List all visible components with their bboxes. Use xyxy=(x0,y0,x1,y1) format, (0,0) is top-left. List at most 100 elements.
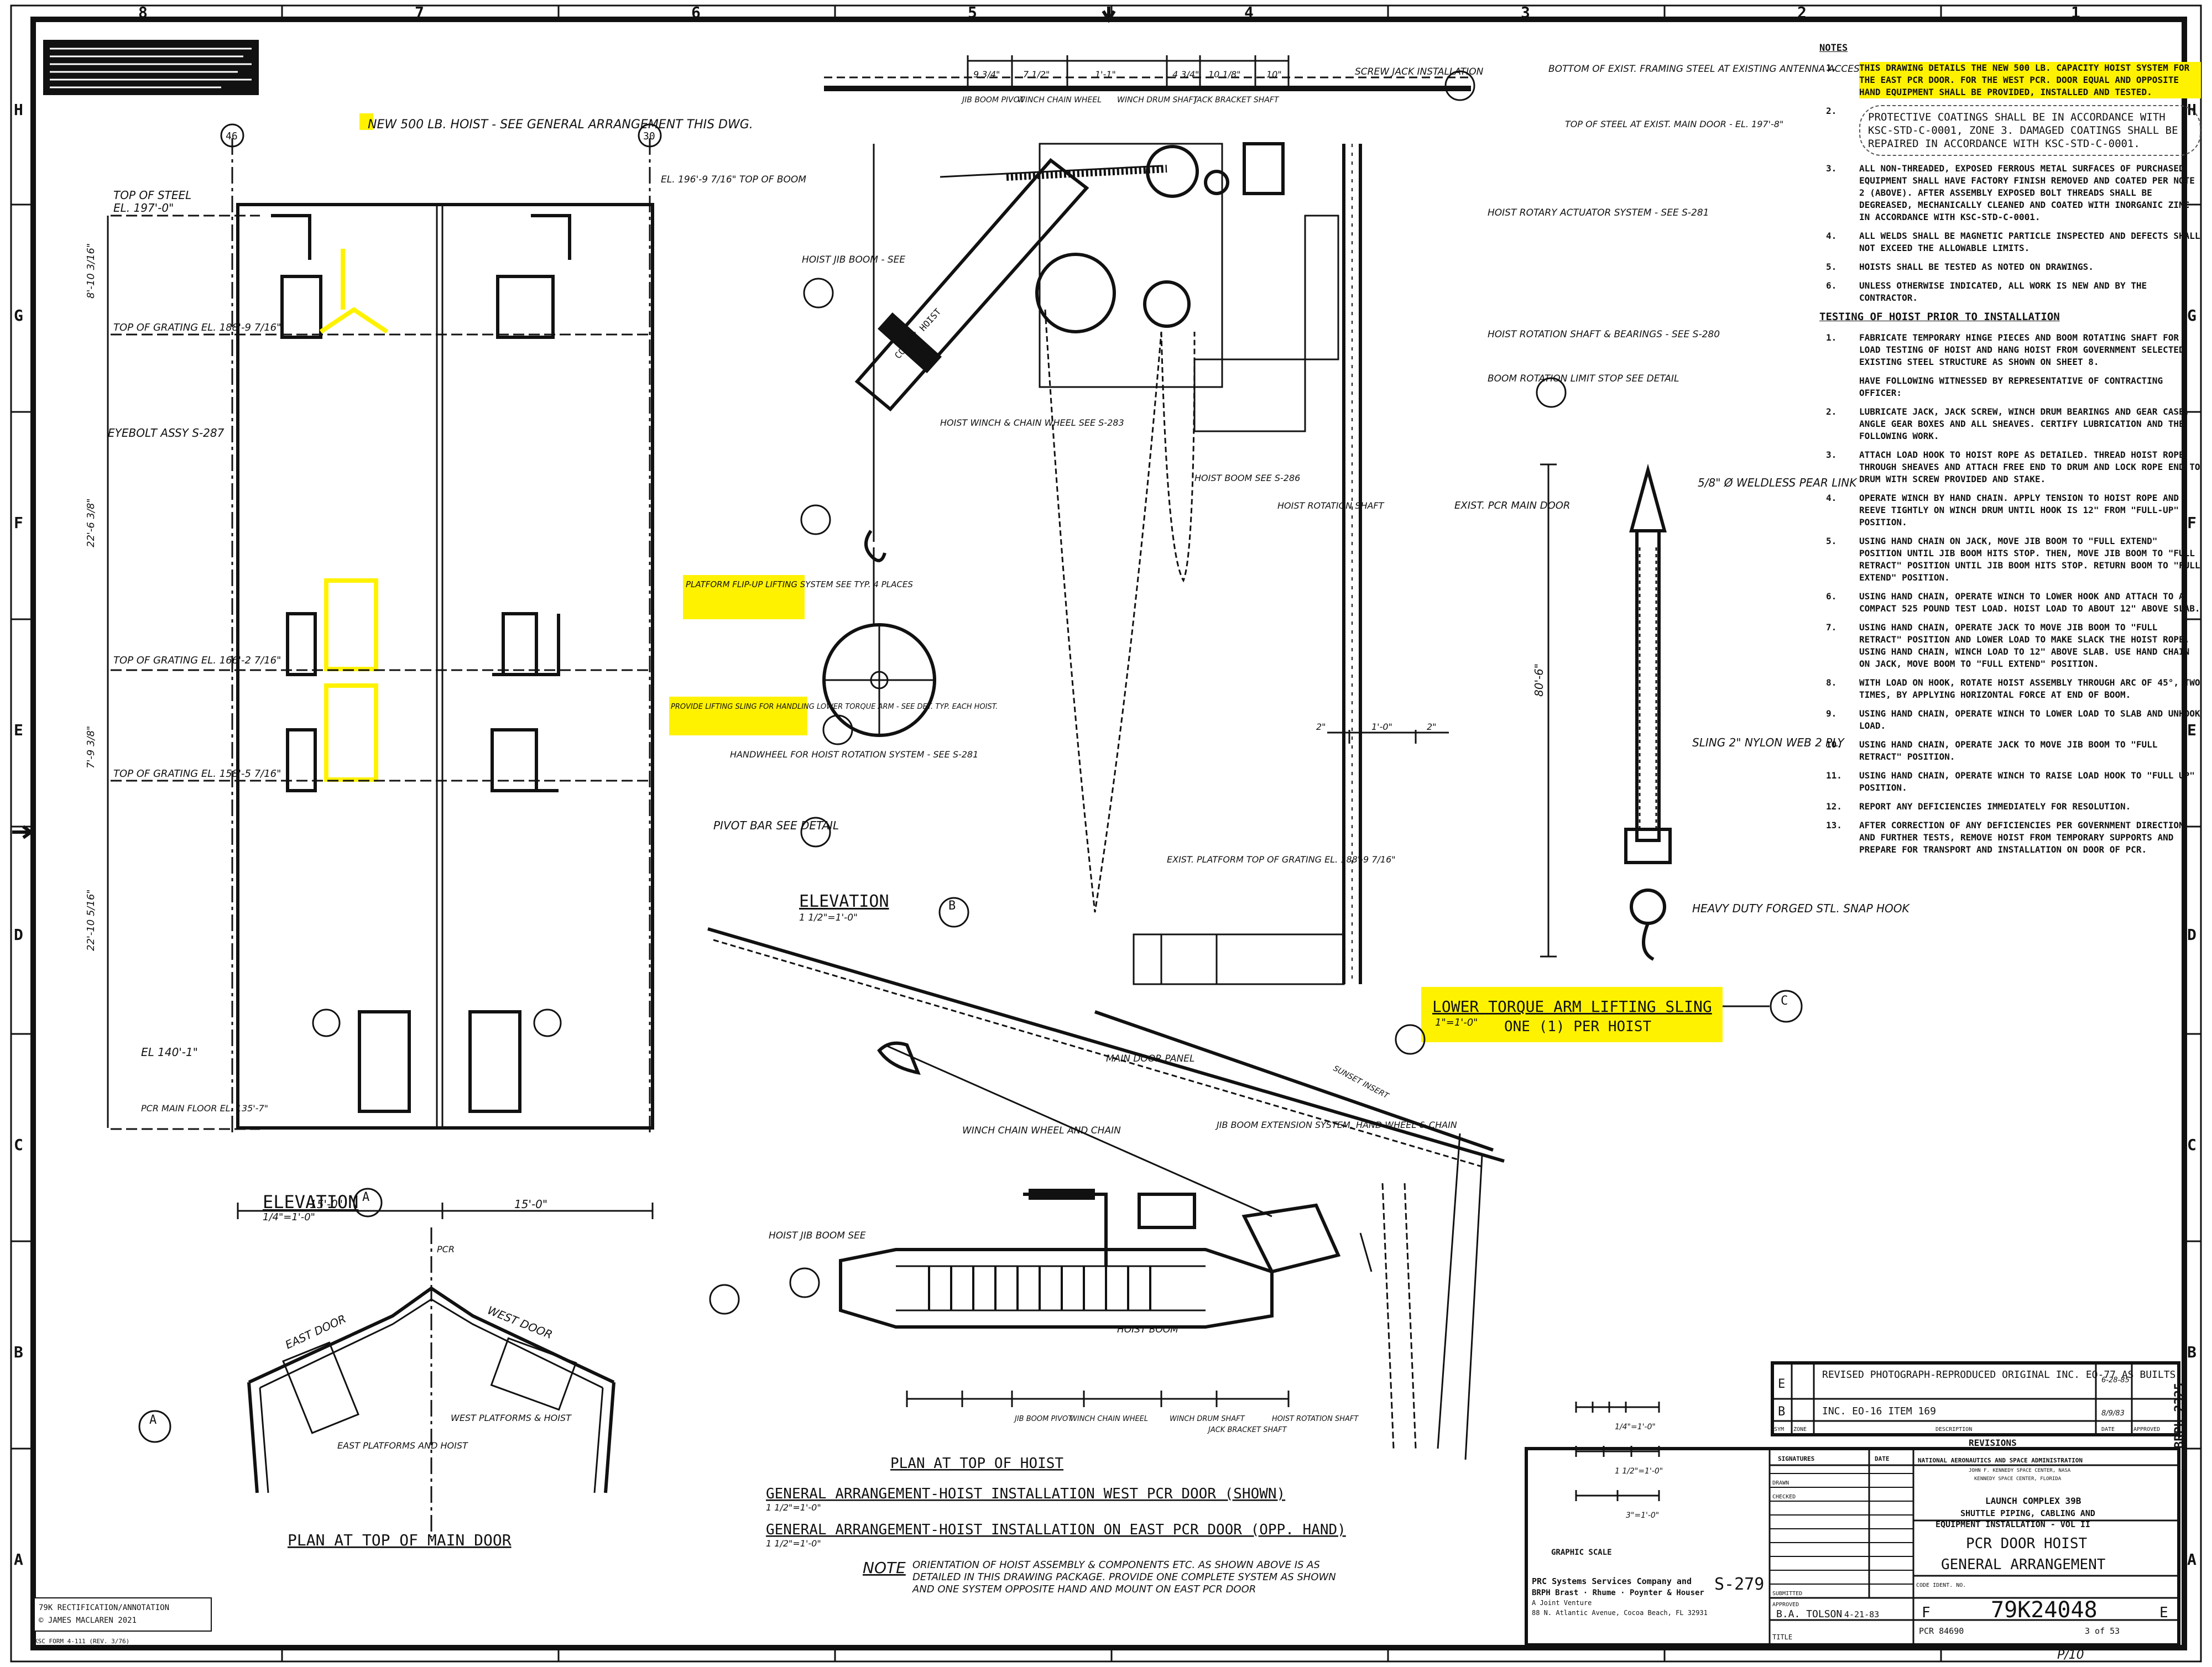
zone-rows: H G F E D C B A H G F E D C B A xyxy=(14,101,2197,1569)
dim-elevation-a-1: 8'-10 3/16" xyxy=(85,243,97,299)
scale-1: 1/4"=1'-0" xyxy=(1615,1423,1656,1431)
note-1: 1.THIS DRAWING DETAILS THE NEW 500 LB. C… xyxy=(1819,62,2201,98)
tb-date-hdr: DATE xyxy=(1875,1455,1890,1462)
tb-place: KENNEDY SPACE CENTER, FLORIDA xyxy=(1974,1476,2062,1482)
test-step-text: USING HAND CHAIN, OPERATE JACK TO MOVE J… xyxy=(1859,622,2190,669)
note-number: 6. xyxy=(1826,280,1837,291)
note-text: UNLESS OTHERWISE INDICATED, ALL WORK IS … xyxy=(1859,280,2147,303)
test-step-number: 10. xyxy=(1826,739,1842,750)
note-5: 5.HOISTS SHALL BE TESTED AS NOTED ON DRA… xyxy=(1819,261,2201,273)
test-step-number: 13. xyxy=(1826,820,1842,830)
label-rotation-limit: BOOM ROTATION LIMIT STOP SEE DETAIL xyxy=(1488,373,1679,384)
elevation-b-labels: 9 3/4" 7 1/2" 1'-1" 4 3/4" 10 1/8" 10" B… xyxy=(661,64,1947,923)
plan-hoist-scale-1: 1 1/2"=1'-0" xyxy=(766,1502,821,1513)
watermark-box xyxy=(34,1597,212,1632)
tb-sheet-no: 3 of 53 xyxy=(2085,1626,2120,1636)
zone-col-5: 5 xyxy=(968,3,977,22)
label-winch-wheel: WINCH CHAIN WHEEL xyxy=(1018,96,1102,104)
note-6: 6. UNLESS OTHERWISE INDICATED, ALL WORK I… xyxy=(1819,280,2201,304)
zone-row-d-left: D xyxy=(14,926,23,944)
test-step-6: 5.USING HAND CHAIN ON JACK, MOVE JIB BOO… xyxy=(1819,535,2201,584)
zone-col-6: 6 xyxy=(691,3,701,22)
test-step-9: 8.WITH LOAD ON HOOK, ROTATE HOIST ASSEMB… xyxy=(1819,677,2201,701)
tb-drawing-number: 79K24048 xyxy=(1991,1597,2098,1623)
rev-col-desc: DESCRIPTION xyxy=(1936,1426,1972,1433)
label-el-140: EL 140'-1" xyxy=(141,1046,198,1059)
elevation-a-title: ELEVATION xyxy=(263,1192,358,1213)
graphic-scale: 1/4"=1'-0" 1 1/2"=1'-0" 3"=1'-0" GRAPHIC… xyxy=(1551,1402,1663,1557)
tb-side-tag: BRPH 2325 xyxy=(2173,1383,2187,1449)
label-d-jib: JIB BOOM PIVOT xyxy=(1013,1415,1073,1423)
test-step-3: 2.LUBRICATE JACK, JACK SCREW, WINCH DRUM… xyxy=(1819,406,2201,442)
label-winch-plan: WINCH CHAIN WHEEL AND CHAIN xyxy=(962,1125,1121,1136)
test-step-text: USING HAND CHAIN ON JACK, MOVE JIB BOOM … xyxy=(1859,536,2200,583)
note-number: 2. xyxy=(1826,106,1837,116)
elevation-b-drawing xyxy=(800,55,1567,985)
tb-proj-no: PCR 84690 xyxy=(1919,1626,1964,1636)
highlight-platforms xyxy=(319,249,389,782)
test-step-number: 11. xyxy=(1826,770,1842,781)
label-jib-extension: JIB BOOM EXTENSION SYSTEM, HAND WHEEL & … xyxy=(1215,1120,1457,1130)
label-top-steel-door: TOP OF STEEL AT EXIST. MAIN DOOR - EL. 1… xyxy=(1565,119,1783,129)
rev-row-2-sym: B xyxy=(1778,1405,1785,1419)
test-step-2: HAVE FOLLOWING WITNESSED BY REPRESENTATI… xyxy=(1819,375,2201,399)
center-arrow-left xyxy=(12,825,34,839)
zone-col-7: 7 xyxy=(415,3,424,22)
label-hoist-rot-shaft: HOIST ROTATION SHAFT xyxy=(1277,500,1385,511)
form-id: KSC FORM 4-111 (REV. 3/76) xyxy=(34,1638,129,1645)
label-west-platforms: WEST PLATFORMS & HOIST xyxy=(451,1413,572,1423)
label-grating-3: TOP OF GRATING EL. 158'-5 7/16" xyxy=(113,768,281,780)
label-bottom-framing: BOTTOM OF EXIST. FRAMING STEEL AT EXISTI… xyxy=(1548,64,1947,75)
dim-b-1: 9 3/4" xyxy=(973,69,1000,80)
tb-revision: E xyxy=(2159,1605,2168,1621)
test-step-text: LUBRICATE JACK, JACK SCREW, WINCH DRUM B… xyxy=(1859,406,2190,441)
notes-heading: NOTES xyxy=(1819,43,1848,54)
plan-hoist-note-label: NOTE xyxy=(863,1559,906,1577)
plan-hoist-line2: GENERAL ARRANGEMENT-HOIST INSTALLATION W… xyxy=(766,1486,1285,1502)
label-jib-boom-see: HOIST JIB BOOM - SEE xyxy=(802,254,905,265)
label-snap-hook: HEAVY DUTY FORGED STL. SNAP HOOK xyxy=(1692,902,1911,915)
test-step-number: 6. xyxy=(1826,591,1837,602)
zone-col-3: 3 xyxy=(1521,3,1530,22)
label-grating-2: TOP OF GRATING EL. 166'-2 7/16" xyxy=(113,655,281,666)
test-step-text: USING HAND CHAIN, OPERATE WINCH TO LOWER… xyxy=(1859,591,2200,614)
label-hoist-jib-plan: HOIST JIB BOOM SEE xyxy=(769,1230,866,1241)
watermark-line-1: 79K RECTIFICATION/ANNOTATION xyxy=(39,1603,169,1612)
plan-hoist-note: ORIENTATION OF HOIST ASSEMBLY & COMPONEN… xyxy=(912,1559,1336,1595)
test-step-text: ATTACH LOAD HOOK TO HOIST ROPE AS DETAIL… xyxy=(1859,450,2200,484)
dim-sling-small-3: 2" xyxy=(1427,722,1437,732)
zone-col-2: 2 xyxy=(1797,3,1807,22)
test-step-text: REPORT ANY DEFICIENCIES IMMEDIATELY FOR … xyxy=(1859,801,2131,812)
label-jib-pivot: JIB BOOM PIVOT xyxy=(961,96,1025,104)
tb-sheet: S-279 xyxy=(1714,1575,1764,1594)
tb-title-lbl: TITLE xyxy=(1772,1633,1792,1641)
testing-list: 1.FABRICATE TEMPORARY HINGE PIECES AND B… xyxy=(1819,332,2201,856)
tb-page: P/10 xyxy=(2057,1648,2084,1662)
label-provide-sling: PROVIDE LIFTING SLING FOR HANDLING LOWER… xyxy=(671,703,998,711)
tb-project-2: SHUTTLE PIPING, CABLING AND xyxy=(1960,1508,2095,1518)
tb-drawn: DRAWN xyxy=(1772,1480,1789,1486)
zone-row-g-right: G xyxy=(2187,306,2197,325)
test-step-text: USING HAND CHAIN, OPERATE WINCH TO RAISE… xyxy=(1859,770,2195,793)
rev-col-zone: ZONE xyxy=(1793,1426,1807,1433)
tb-firm-1: PRC Systems Services Company and xyxy=(1532,1576,1692,1586)
zone-row-g-left: G xyxy=(14,306,23,325)
label-pcr-main-door: EXIST. PCR MAIN DOOR xyxy=(1454,500,1570,511)
test-step-number: 8. xyxy=(1826,677,1837,688)
note-text: HOISTS SHALL BE TESTED AS NOTED ON DRAWI… xyxy=(1859,262,2094,272)
revision-block: E B REVISED PHOTOGRAPH-REPRODUCED ORIGIN… xyxy=(1771,1361,2180,1448)
zone-row-b-right: B xyxy=(2187,1343,2197,1361)
note-number: 1. xyxy=(1826,62,1837,73)
label-eyebolt: EYEBOLT ASSY S-287 xyxy=(108,426,225,440)
notes-list: 1.THIS DRAWING DETAILS THE NEW 500 LB. C… xyxy=(1819,62,2201,304)
test-step-11: 10.USING HAND CHAIN, OPERATE JACK TO MOV… xyxy=(1819,739,2201,763)
zone-row-f-left: F xyxy=(14,514,23,532)
tb-title-2: GENERAL ARRANGEMENT xyxy=(1941,1556,2106,1573)
elevation-a-ref: A xyxy=(362,1190,369,1204)
tb-project-3: EQUIPMENT INSTALLATION - VOL II xyxy=(1936,1519,2090,1529)
watermark-line-2: © JAMES MACLAREN 2021 xyxy=(39,1616,137,1625)
highlight-sling-title xyxy=(1421,987,1723,1042)
tb-firm-3: A Joint Venture xyxy=(1532,1599,1592,1607)
dim-elevation-a-4: 22'-10 5/16" xyxy=(85,889,97,951)
elevation-a-frame xyxy=(236,203,654,1130)
